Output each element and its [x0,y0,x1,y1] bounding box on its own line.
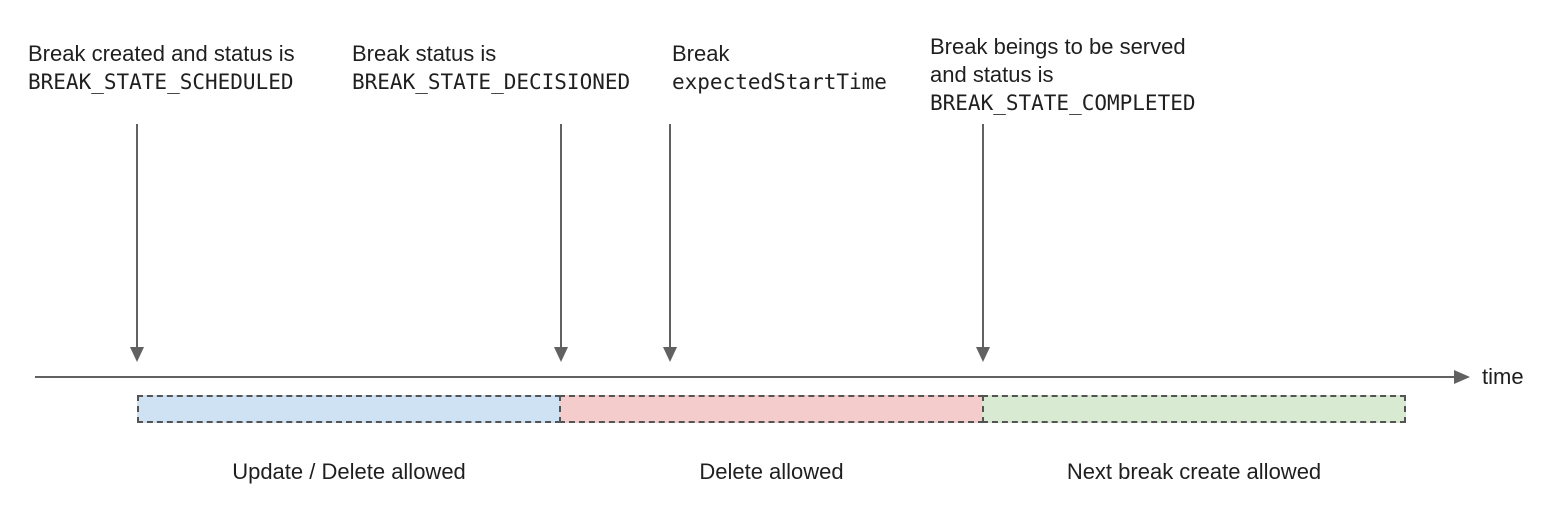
event-arrow-expected-start [669,124,671,348]
annotation-decisioned: Break status is BREAK_STATE_DECISIONED [352,40,630,96]
annotation-scheduled-text: Break created and status is [28,41,295,66]
annotation-decisioned-text: Break status is [352,41,497,66]
annotation-expected-start: Break expectedStartTime [672,40,887,96]
annotation-completed-text-2: and status is [930,62,1054,87]
event-arrow-decisioned-head-icon [554,347,568,362]
annotation-completed-code: BREAK_STATE_COMPLETED [930,91,1196,115]
timeline-axis [35,376,1454,378]
event-arrow-completed-head-icon [976,347,990,362]
annotation-expected-start-text: Break [672,41,730,66]
event-arrow-expected-start-head-icon [663,347,677,362]
event-arrow-scheduled-head-icon [130,347,144,362]
segment-update-delete-allowed [137,395,561,423]
event-arrow-scheduled [136,124,138,348]
annotation-completed: Break beings to be served and status is … [930,33,1196,117]
annotation-expected-start-code: expectedStartTime [672,70,887,94]
event-arrow-completed [982,124,984,348]
timeline-axis-label: time [1482,364,1524,389]
annotation-scheduled: Break created and status is BREAK_STATE_… [28,40,295,96]
annotation-scheduled-code: BREAK_STATE_SCHEDULED [28,70,294,94]
annotation-decisioned-code: BREAK_STATE_DECISIONED [352,70,631,94]
segment-delete-allowed [559,395,984,423]
event-arrow-decisioned [560,124,562,348]
annotation-completed-text-1: Break beings to be served [930,34,1186,59]
segment-label-delete: Delete allowed [699,459,844,484]
timeline-arrowhead-icon [1454,370,1470,384]
segment-label-update-delete: Update / Delete allowed [232,459,466,484]
segment-label-next-break: Next break create allowed [1066,459,1322,484]
segment-next-break-create-allowed [982,395,1406,423]
